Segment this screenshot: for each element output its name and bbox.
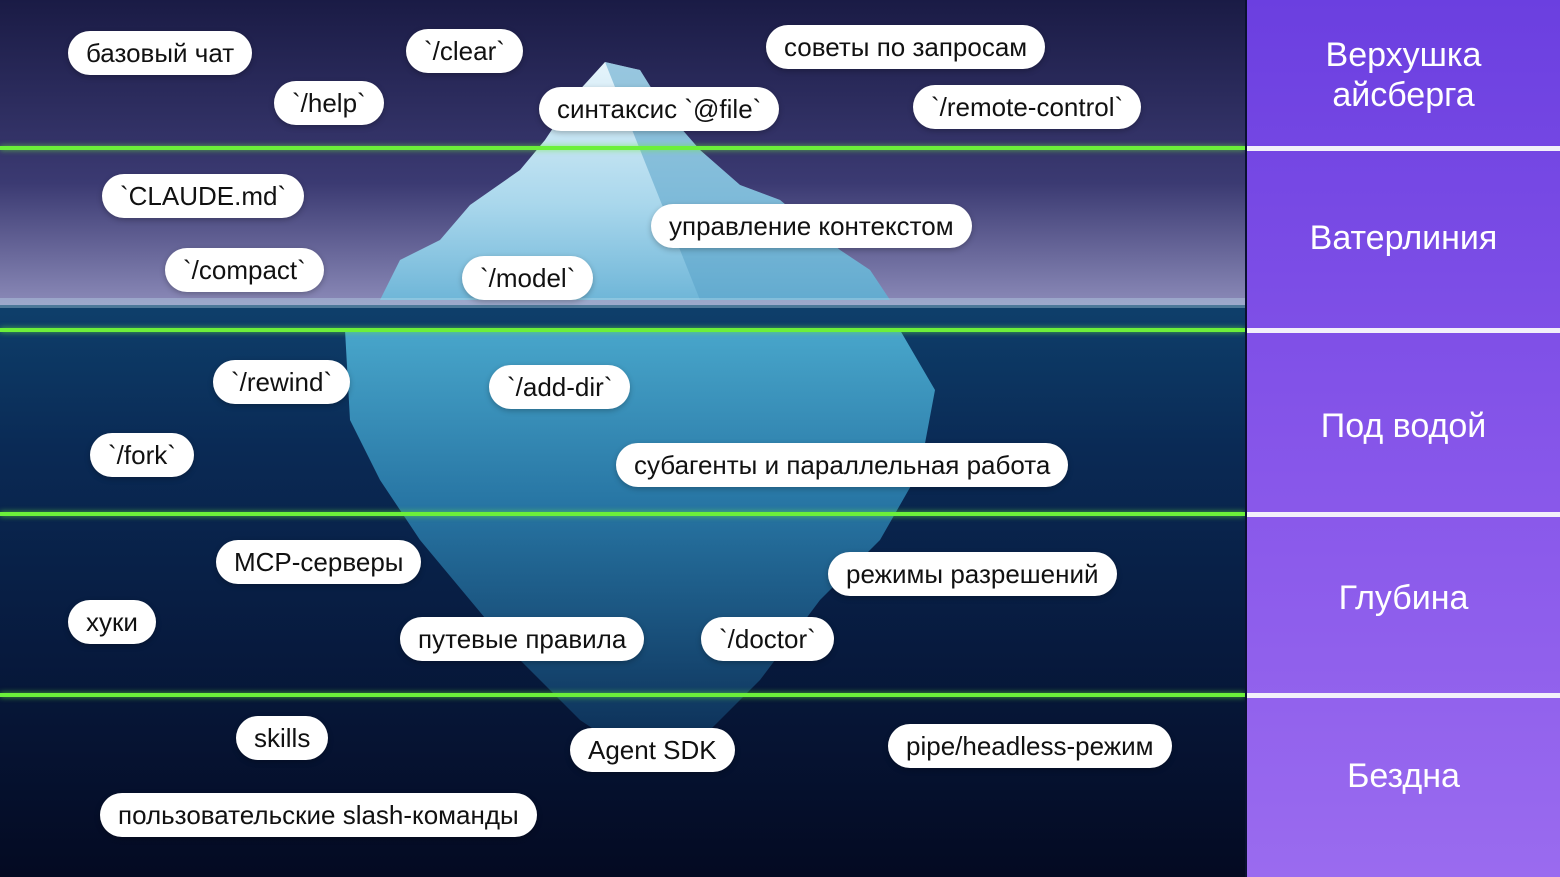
tag-fork: `/fork` (90, 433, 194, 477)
zone-divider-3 (0, 512, 1245, 516)
zone-label-depth: Глубина (1338, 579, 1469, 617)
tag-claude-md: `CLAUDE.md` (102, 174, 305, 218)
tag-skills: skills (236, 716, 329, 760)
panel-separator-1 (1247, 146, 1560, 151)
zone-label-tip: Верхушка айсберга (1325, 36, 1482, 114)
tag-permission-modes: режимы разрешений (828, 552, 1117, 596)
zone-divider-1 (0, 146, 1245, 150)
tag-model: `/model` (462, 256, 594, 300)
tag-compact: `/compact` (165, 248, 324, 292)
iceberg-below-water (345, 330, 935, 760)
panel-separator-4 (1247, 693, 1560, 698)
zone-label-panel: Верхушка айсберга Ватерлиния Под водой Г… (1247, 0, 1560, 877)
tag-hooks: хуки (68, 600, 156, 644)
tag-subagents: субагенты и параллельная работа (616, 443, 1069, 487)
zone-divider-2 (0, 328, 1245, 332)
tag-file-syntax: синтаксис `@file` (539, 87, 780, 131)
tag-doctor: `/doctor` (701, 617, 834, 661)
zone-label-waterline: Ватерлиния (1309, 219, 1498, 257)
tag-basic-chat: базовый чат (68, 31, 253, 75)
tag-clear: `/clear` (406, 29, 523, 73)
tag-prompt-tips: советы по запросам (766, 25, 1046, 69)
tag-mcp-servers: MCP-серверы (216, 540, 422, 584)
tag-headless-mode: pipe/headless-режим (888, 724, 1172, 768)
tag-help: `/help` (274, 81, 384, 125)
tag-custom-slash-commands: пользовательские slash-команды (100, 793, 537, 837)
zone-label-abyss: Бездна (1347, 757, 1460, 795)
tag-rewind: `/rewind` (213, 360, 351, 404)
iceberg-scene: базовый чат `/clear` советы по запросам … (0, 0, 1245, 877)
panel-separator-3 (1247, 512, 1560, 517)
tag-add-dir: `/add-dir` (489, 365, 631, 409)
zone-divider-4 (0, 693, 1245, 697)
panel-separator-2 (1247, 328, 1560, 333)
tag-context-management: управление контекстом (651, 204, 972, 248)
tag-agent-sdk: Agent SDK (570, 728, 735, 772)
tag-path-rules: путевые правила (400, 617, 645, 661)
zone-label-underwater: Под водой (1320, 407, 1487, 445)
tag-remote-control: `/remote-control` (913, 85, 1142, 129)
water-surface (0, 298, 1245, 308)
